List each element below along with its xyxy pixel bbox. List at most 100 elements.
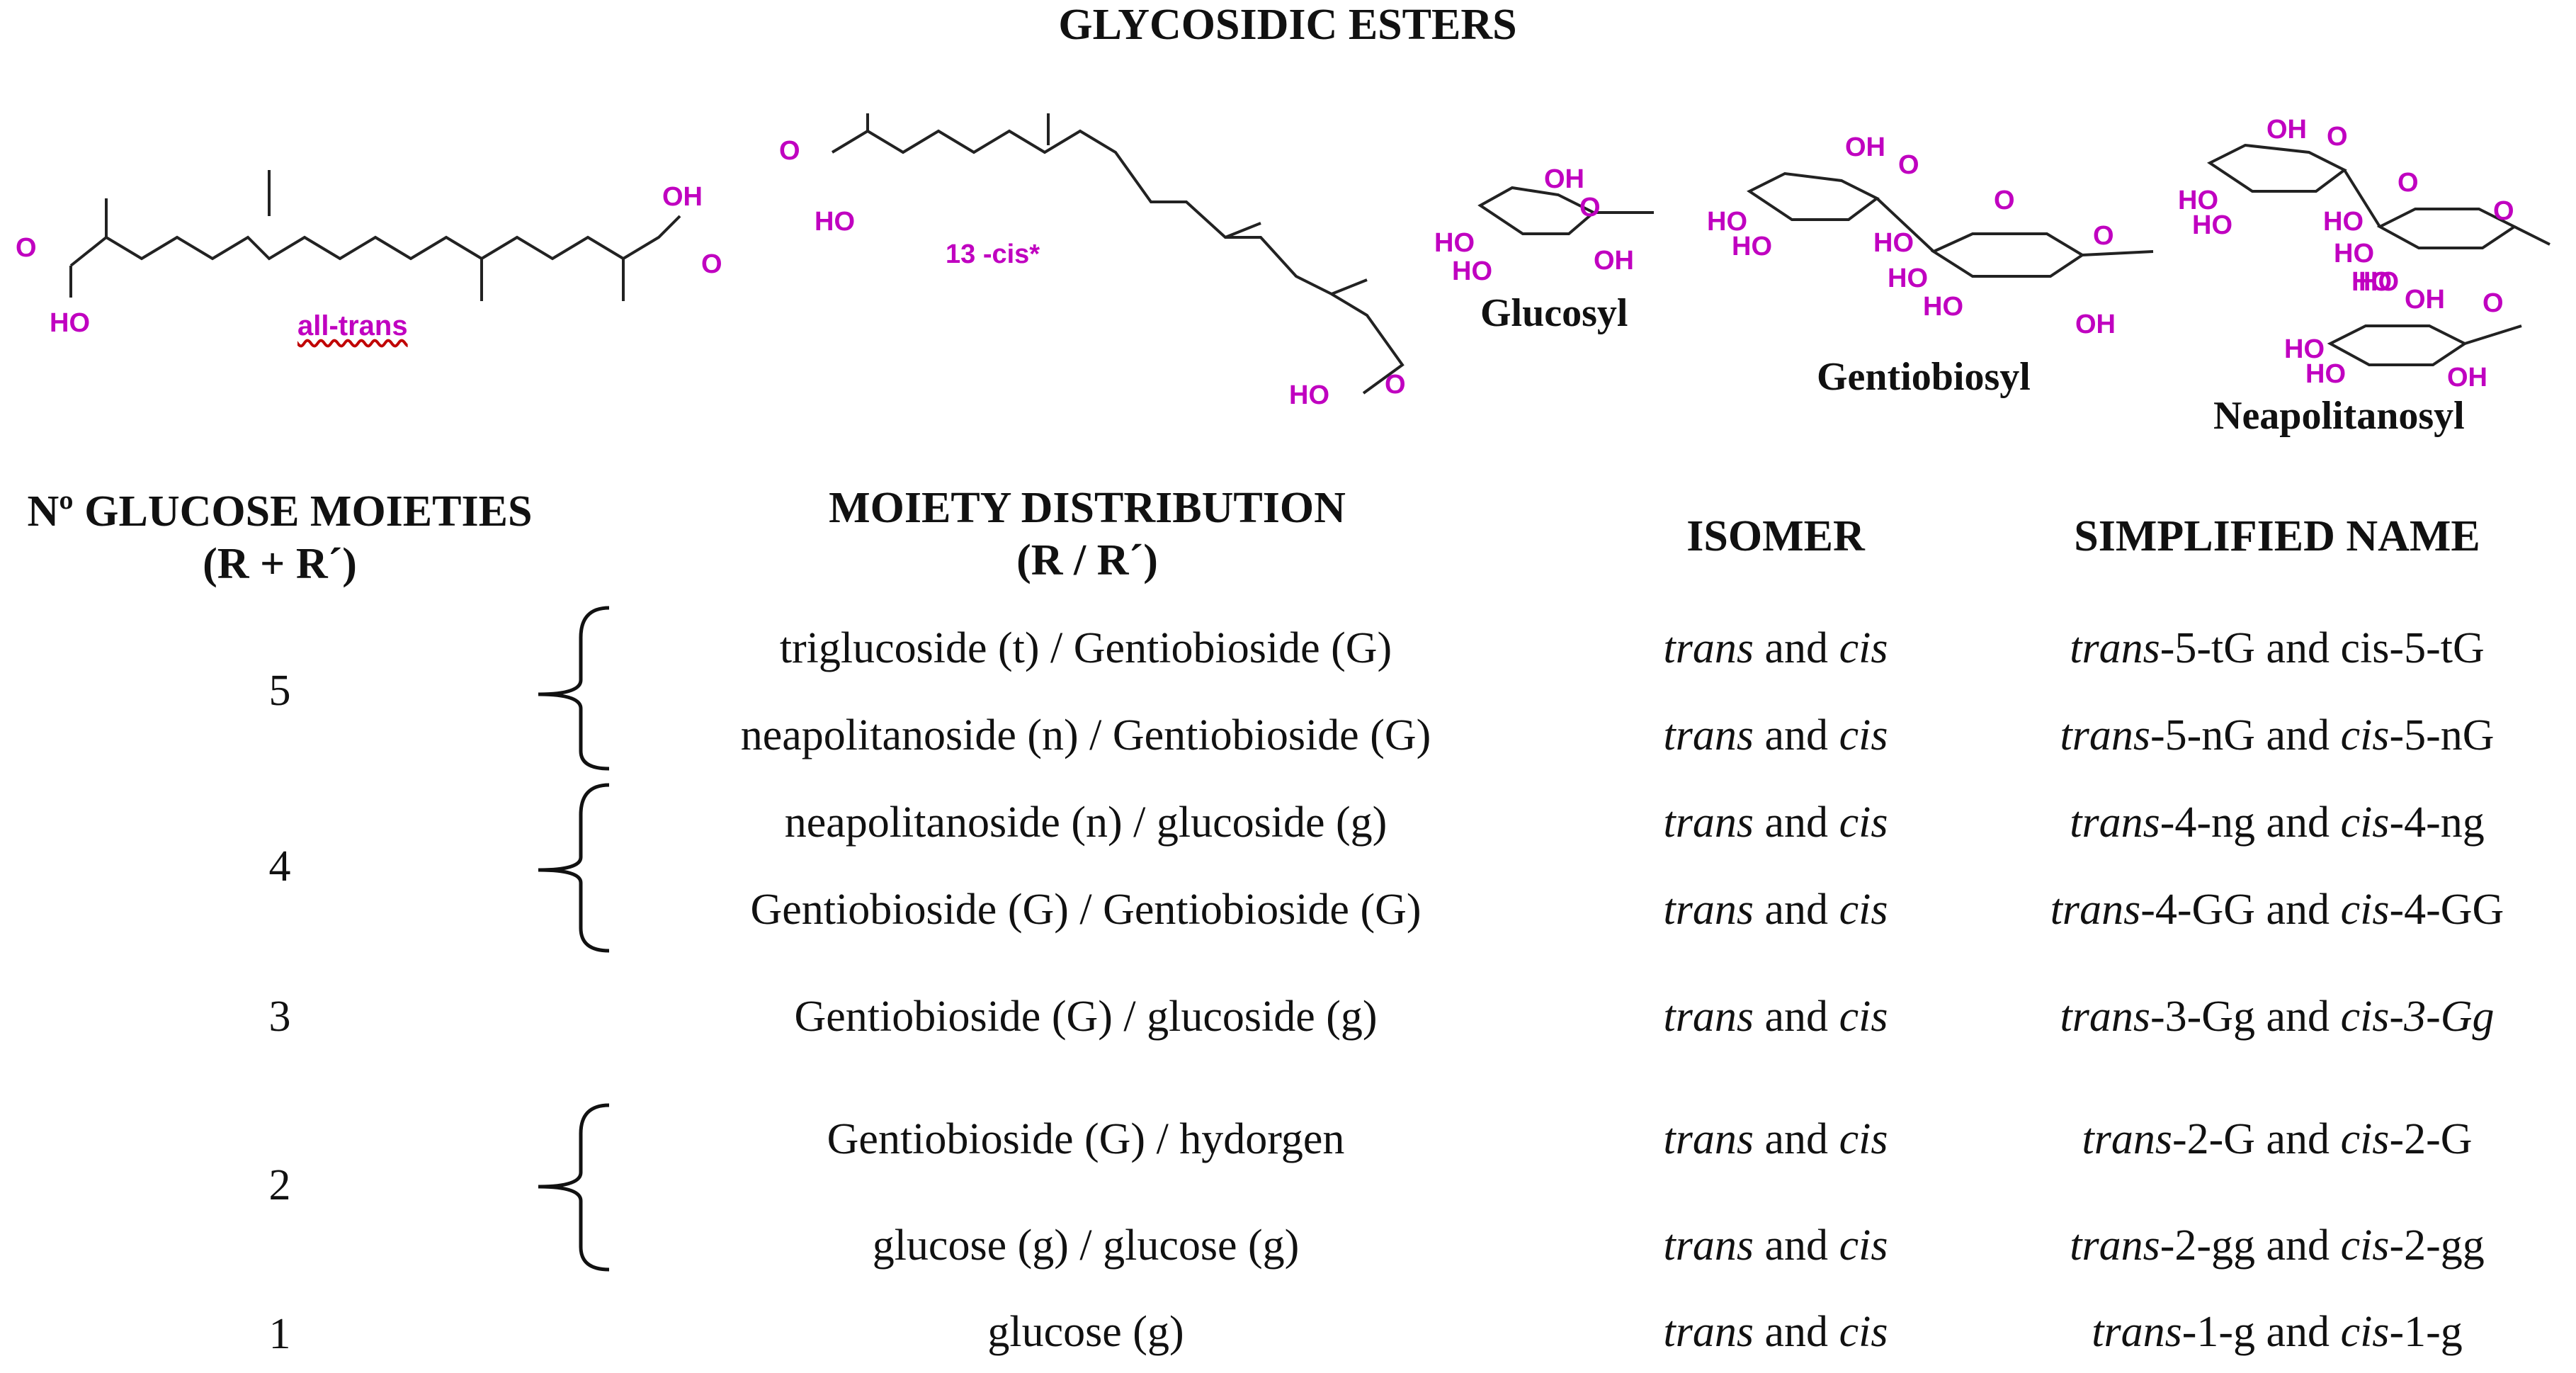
text-part: trans: [1663, 1308, 1754, 1356]
trans-chain-bonds: [69, 215, 681, 267]
text-part: -4-GG: [2389, 886, 2504, 934]
text-part: trans: [1663, 624, 1754, 672]
text-part: trans: [2092, 1308, 2182, 1356]
distribution-cell: glucose (g) / glucose (g): [872, 1221, 1300, 1270]
gentiobiosyl-label: Gentiobiosyl: [1817, 355, 2031, 399]
text-part: -2-G and: [2172, 1115, 2341, 1163]
header-moieties-line2: (R + R´): [203, 540, 357, 589]
gentio-o-1: O: [1898, 150, 1919, 180]
simplified-name-cell: trans-5-nG and cis-5-nG: [2060, 711, 2494, 761]
text-part: cis: [1839, 798, 1888, 847]
text-part: -2-G: [2389, 1115, 2473, 1163]
neap-ho-8: HO: [2305, 359, 2346, 389]
neap-ho-7: HO: [2284, 334, 2325, 364]
neap-o-2: O: [2398, 168, 2419, 198]
isomer-cell: trans and cis: [1664, 1114, 1888, 1165]
text-part: cis: [2340, 1308, 2390, 1356]
header-simplified-name: SIMPLIFIED NAME: [2074, 512, 2480, 560]
text-part: cis: [2340, 886, 2390, 934]
gentiobiosyl-ring-2: [1930, 232, 2085, 278]
gentiobiosyl-ring-1: [1747, 171, 1880, 221]
distribution-cell: glucose (g): [987, 1308, 1184, 1356]
gentio-oh-bottom: OH: [2075, 310, 2116, 339]
simplified-name-cell: trans-4-ng and cis-4-ng: [2070, 798, 2484, 848]
text-part: cis: [1839, 1221, 1888, 1270]
text-part: cis: [2340, 798, 2390, 847]
group-number: 4: [268, 842, 291, 891]
text-part: and: [1754, 798, 1839, 847]
page-title: GLYCOSIDIC ESTERS: [1058, 1, 1517, 49]
group-number: 5: [268, 667, 291, 715]
cis-o-left: O: [779, 136, 800, 166]
cis-chain-bonds: [831, 129, 1405, 395]
header-moiety-distribution: MOIETY DISTRIBUTION (R / R´): [733, 482, 1441, 587]
isomer-cell: trans and cis: [1664, 711, 1888, 761]
text-part: trans: [1663, 711, 1754, 759]
text-part: and: [1754, 624, 1839, 672]
trans-ho-left: HO: [50, 308, 90, 338]
text-part: cis: [1839, 711, 1888, 759]
text-part: cis: [2340, 711, 2390, 759]
neap-ho-1: HO: [2178, 186, 2218, 215]
text-part: cis: [1839, 624, 1888, 672]
neap-ho-2: HO: [2192, 210, 2232, 240]
trans-o-left: O: [16, 233, 37, 263]
text-part: and: [1754, 1308, 1839, 1356]
brace-4: [538, 783, 609, 953]
gentio-o-3: O: [2093, 221, 2114, 251]
text-part: cis-3-Gg: [2340, 993, 2495, 1041]
neap-o-1: O: [2327, 122, 2348, 152]
gentio-ho-5: HO: [1923, 292, 1963, 322]
trans-o-right: O: [701, 249, 722, 279]
neapolitanosyl-ring-3: [2327, 324, 2468, 366]
text-part: -4-ng and: [2160, 798, 2341, 847]
isomer-cell: trans and cis: [1664, 992, 1888, 1042]
isomer-cell: trans and cis: [1664, 1307, 1888, 1357]
distribution-cell: neapolitanoside (n) / Gentiobioside (G): [740, 711, 1431, 759]
simplified-name-cell: trans-2-gg and cis-2-gg: [2070, 1221, 2484, 1271]
isomer-cell: trans and cis: [1664, 885, 1888, 935]
simplified-name-cell: trans-4-GG and cis-4-GG: [2050, 885, 2504, 935]
text-part: trans: [2060, 711, 2150, 759]
text-part: -5-nG and: [2150, 711, 2341, 759]
text-part: trans: [1663, 798, 1754, 847]
gentio-oh-top: OH: [1845, 132, 1885, 162]
group-number: 3: [268, 993, 291, 1041]
neapolitanosyl-ring-1: [2207, 143, 2347, 193]
text-part: -1-g: [2389, 1308, 2463, 1356]
text-part: trans: [2070, 798, 2160, 847]
cis-13-label: 13 -cis*: [946, 239, 1040, 269]
glucosyl-ho-1: HO: [1434, 228, 1475, 258]
text-part: and: [1754, 1221, 1839, 1270]
distribution-cell: Gentiobioside (G) / Gentiobioside (G): [750, 886, 1422, 934]
text-part: trans: [1663, 993, 1754, 1041]
text-part: -5-tG and cis-5-tG: [2160, 624, 2485, 672]
simplified-name-cell: trans-3-Gg and cis-3-Gg: [2060, 992, 2494, 1042]
neap-ho-5: HO: [2351, 267, 2392, 297]
header-distribution-line1: MOIETY DISTRIBUTION: [829, 484, 1346, 532]
simplified-name-cell: trans-1-g and cis-1-g: [2092, 1307, 2462, 1357]
text-part: -3-Gg and: [2150, 993, 2341, 1041]
gentio-ho-4: HO: [1888, 264, 1928, 293]
text-part: -1-g and: [2181, 1308, 2341, 1356]
text-part: trans: [1663, 886, 1754, 934]
group-number: 2: [268, 1161, 291, 1209]
gentio-ho-1: HO: [1707, 207, 1747, 237]
text-part: trans: [1663, 1115, 1754, 1163]
text-part: -2-gg: [2389, 1221, 2485, 1270]
text-part: trans: [2070, 624, 2160, 672]
neap-o-3: O: [2493, 196, 2514, 226]
text-part: trans: [2050, 886, 2141, 934]
text-part: and: [1754, 711, 1839, 759]
text-part: and: [1754, 886, 1839, 934]
text-part: and: [1754, 993, 1839, 1041]
glucosyl-ring: [1477, 186, 1596, 235]
header-moieties-line1: Nº GLUCOSE MOIETIES: [27, 487, 533, 536]
distribution-cell: Gentiobioside (G) / glucoside (g): [794, 993, 1378, 1041]
text-part: cis: [1839, 886, 1888, 934]
isomer-cell: trans and cis: [1664, 1221, 1888, 1271]
structures-figure: O HO OH O O HO HO O OH O HO HO OH OH O H…: [16, 113, 2551, 410]
glucosyl-ho-2: HO: [1452, 256, 1492, 286]
neap-oh-bottom: OH: [2447, 363, 2487, 392]
all-trans-label: all-trans: [297, 310, 408, 341]
